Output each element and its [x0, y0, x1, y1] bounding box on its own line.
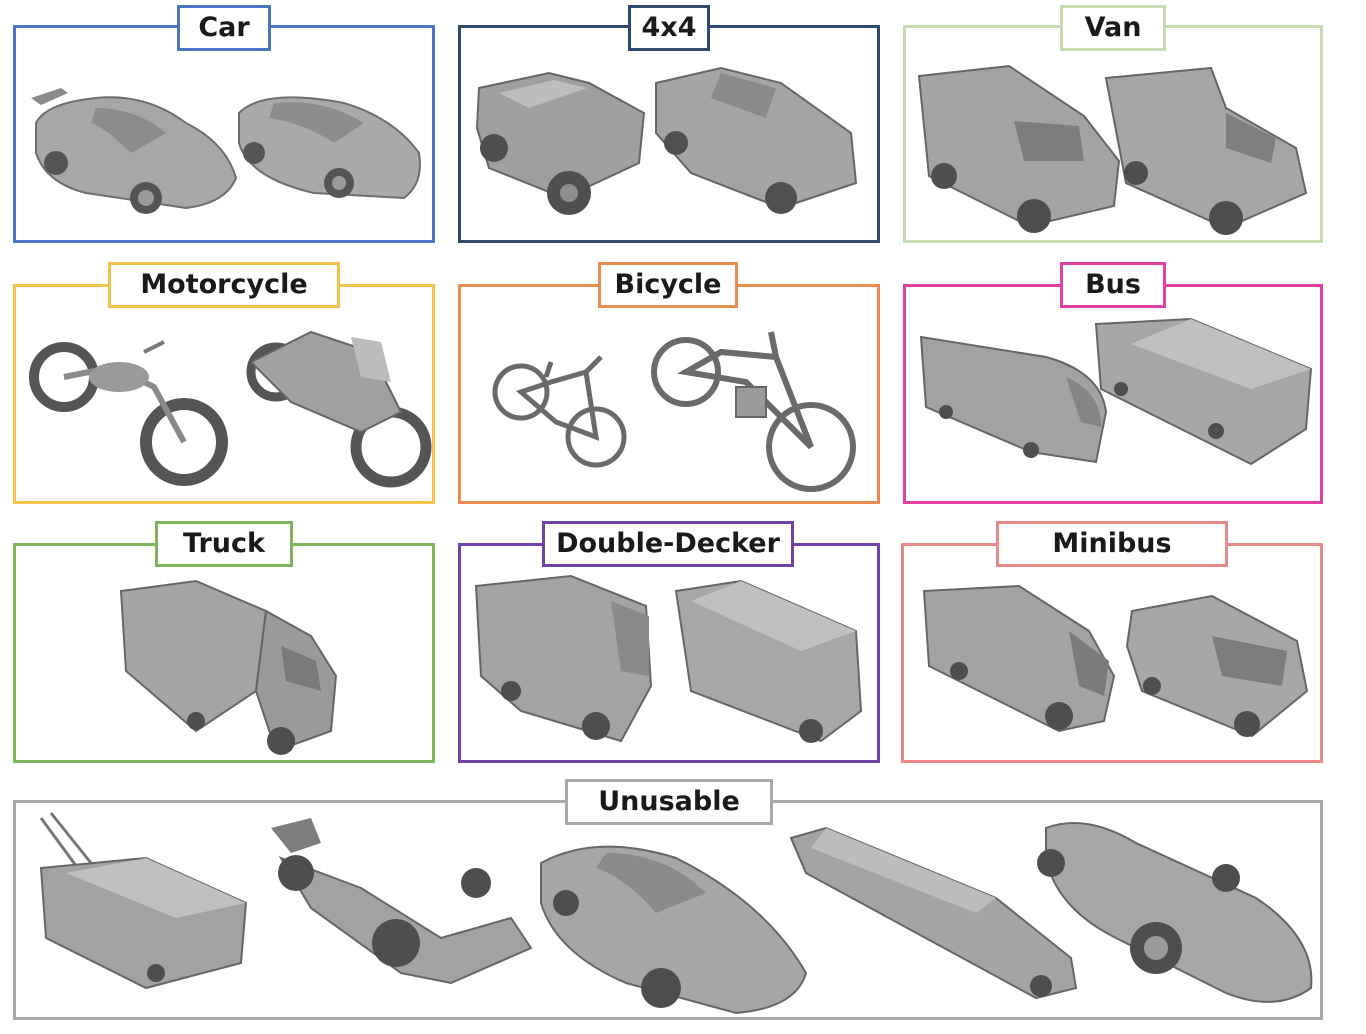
- label-truck: Truck: [155, 521, 293, 567]
- panel-bus: [903, 284, 1323, 504]
- van-icon: [917, 64, 1121, 233]
- panel-motorcycle: [13, 284, 435, 504]
- panel-bicycle: [458, 284, 880, 504]
- pickup-truck-icon: [655, 66, 858, 214]
- coach-bus-icon: [919, 335, 1108, 464]
- label-car: Car: [177, 5, 271, 51]
- panel-truck-art: [119, 579, 338, 755]
- label-bicycle: Bicycle: [598, 262, 738, 308]
- label-unusable: Unusable: [565, 779, 773, 825]
- military-4x4-icon: [475, 71, 646, 215]
- label-minibus: Minibus: [996, 521, 1228, 567]
- label-4x4: 4x4: [628, 5, 710, 51]
- ambulance-van-icon: [1104, 66, 1308, 235]
- panel-bicycle-art: [492, 331, 856, 492]
- panel-4x4-art: [475, 66, 858, 215]
- label-double-decker: Double-Decker: [542, 521, 794, 567]
- panel-double-decker-art: [474, 574, 863, 743]
- sedan-icon: [238, 96, 421, 200]
- label-bus: Bus: [1060, 262, 1166, 308]
- cruiser-motorcycle-icon: [29, 340, 228, 486]
- panel-minibus-art: [922, 584, 1309, 738]
- label-motorcycle: Motorcycle: [108, 262, 340, 308]
- panel-bus-art: [919, 317, 1313, 466]
- city-bus-icon: [1094, 317, 1313, 466]
- box-truck-icon: [119, 579, 338, 755]
- panel-unusable: [13, 800, 1323, 1020]
- panel-car: [13, 25, 435, 243]
- panel-minibus: [901, 543, 1323, 763]
- supercar-icon: [540, 845, 808, 1015]
- vintage-motor-bicycle-icon: [651, 331, 856, 492]
- panel-van: [903, 25, 1323, 243]
- double-decker-bus-icon: [474, 574, 653, 743]
- panel-double-decker: [458, 543, 880, 763]
- double-decker-bus-icon: [674, 579, 863, 743]
- panel-car-art: [31, 88, 421, 214]
- limousine-icon: [789, 826, 1078, 1000]
- trolleybus-icon: [39, 812, 248, 990]
- minibus-icon: [922, 584, 1116, 733]
- panel-4x4: [458, 25, 880, 243]
- panel-van-art: [917, 64, 1308, 235]
- panel-motorcycle-art: [29, 330, 432, 488]
- bmx-bicycle-icon: [492, 355, 627, 468]
- formula-one-car-icon: [271, 818, 533, 985]
- panel-truck: [13, 543, 435, 763]
- label-van: Van: [1060, 5, 1166, 51]
- retro-race-car-icon: [1037, 822, 1313, 1003]
- sport-motorcycle-icon: [246, 330, 432, 488]
- panel-unusable-art: [39, 812, 1313, 1015]
- sports-car-icon: [31, 88, 238, 214]
- minivan-icon: [1125, 594, 1309, 738]
